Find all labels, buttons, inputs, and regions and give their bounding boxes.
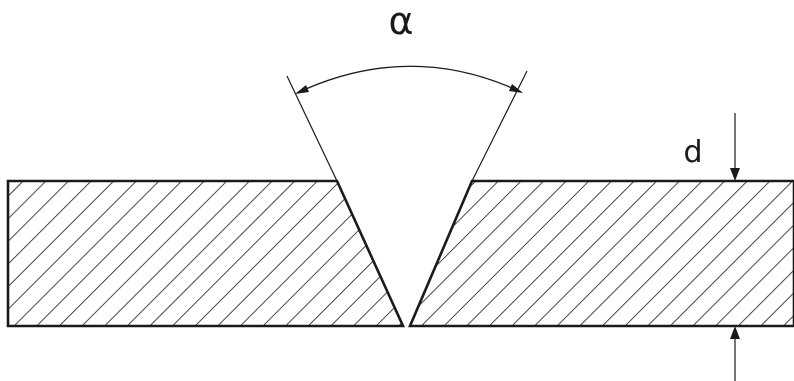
right-bevel-extension-line [471,70,528,182]
left-plate [6,179,406,328]
left-bevel-extension-line [286,75,338,182]
thickness-label: d [683,135,702,170]
thickness-bottom-arrowhead [730,326,740,339]
angle-arc [296,65,522,94]
angle-arc-right-arrowhead [509,84,523,93]
angle-label: α [388,0,413,43]
thickness-top-arrowhead [730,168,740,181]
angle-arc-left-arrowhead [295,85,309,94]
right-plate [408,179,794,328]
